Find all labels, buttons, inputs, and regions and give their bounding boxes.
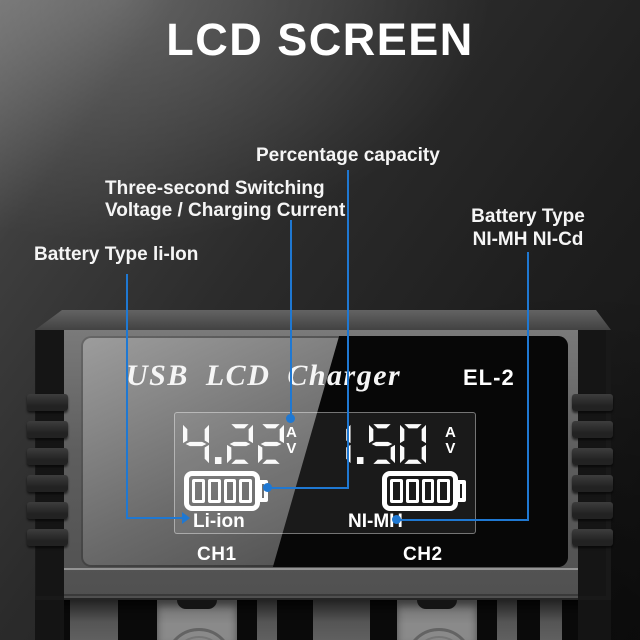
battery-level-icon (184, 471, 260, 511)
connector-arrow-liion (182, 512, 190, 524)
annotation-percentage-capacity: Percentage capacity (256, 145, 440, 166)
lcd-screen: USB LCD Charger EL-2 A V A V Li-ion NI-M… (81, 336, 568, 567)
side-rib (27, 502, 68, 519)
lcd-panel: A V A V Li-ion NI-MH (174, 412, 476, 534)
channel1-battery-type: Li-ion (193, 511, 245, 532)
side-rib (27, 529, 68, 546)
connector-line-switching (290, 220, 292, 417)
channel1-label: CH1 (197, 544, 237, 565)
battery-bar (223, 479, 237, 503)
battery-bar (207, 479, 221, 503)
side-rib (572, 502, 613, 519)
side-rib (572, 448, 613, 465)
contact-spring-ring (405, 628, 473, 640)
side-rib (572, 421, 613, 438)
battery-bar (421, 479, 435, 503)
bay-divider (70, 600, 118, 640)
battery-bays (35, 600, 611, 640)
front-seam (64, 594, 578, 596)
annotation-switching-line1: Three-second Switching (105, 178, 325, 199)
battery-contact-plate (397, 600, 477, 640)
poster-title: LCD SCREEN (166, 14, 474, 65)
side-rib (27, 421, 68, 438)
battery-bar (192, 479, 205, 503)
connector-line-nimh-horizontal (396, 519, 529, 521)
battery-bar (405, 479, 419, 503)
annotation-switching: Three-second Switching Voltage / Chargin… (105, 178, 346, 222)
bay-rail-left (35, 600, 64, 640)
charger-top-cap (35, 310, 611, 330)
connector-line-nimh (527, 252, 529, 520)
connector-line-percentage-horizontal (267, 487, 349, 489)
side-rib (27, 448, 68, 465)
battery-bar (390, 479, 403, 503)
front-highlight (64, 568, 578, 570)
annotation-switching-line2: Voltage / Charging Current (105, 200, 346, 221)
connector-line-liion (126, 274, 128, 519)
annotation-battery-type-liion: Battery Type li-Ion (34, 244, 199, 265)
amp-indicator: A (445, 424, 456, 441)
connector-line-liion-horizontal (126, 517, 183, 519)
bay-divider (257, 600, 277, 640)
side-rib (572, 394, 613, 411)
front-edge (64, 598, 578, 600)
channel2-battery-type: NI-MH (348, 511, 403, 532)
battery-contact-plate (157, 600, 237, 640)
annotation-nimh-line1: Battery Type (471, 206, 585, 227)
annotation-nimh-line2: NI-MH NI-Cd (472, 229, 584, 250)
connector-dot-switching (286, 414, 295, 423)
battery-bar (239, 479, 252, 503)
annotation-battery-type-nimh: Battery Type NI-MH NI-Cd (462, 205, 594, 251)
battery-bar (437, 479, 450, 503)
contact-spring-ring (165, 628, 233, 640)
channel2-label: CH2 (403, 544, 443, 565)
bay-divider (497, 600, 517, 640)
side-rib (27, 394, 68, 411)
bay-divider (540, 600, 562, 640)
connector-dot-percentage (263, 483, 272, 492)
battery-level-icon (382, 471, 458, 511)
model-text: EL-2 (463, 365, 515, 390)
side-rib (572, 475, 613, 492)
bay-divider (313, 600, 370, 640)
side-rib (572, 529, 613, 546)
channel2-reading (344, 424, 426, 464)
connector-line-percentage (347, 170, 349, 488)
bay-rail-right (578, 600, 611, 640)
channel1-units: A V (286, 425, 297, 456)
volt-indicator: V (286, 440, 297, 457)
side-rib (27, 475, 68, 492)
contact-notch (417, 600, 457, 609)
volt-indicator: V (445, 440, 456, 457)
amp-indicator: A (286, 424, 297, 441)
connector-dot-nimh (392, 515, 401, 524)
contact-notch (177, 600, 217, 609)
brand-text: USB LCD Charger (126, 359, 402, 392)
channel2-units: A V (445, 425, 456, 456)
channel1-reading (183, 424, 284, 464)
